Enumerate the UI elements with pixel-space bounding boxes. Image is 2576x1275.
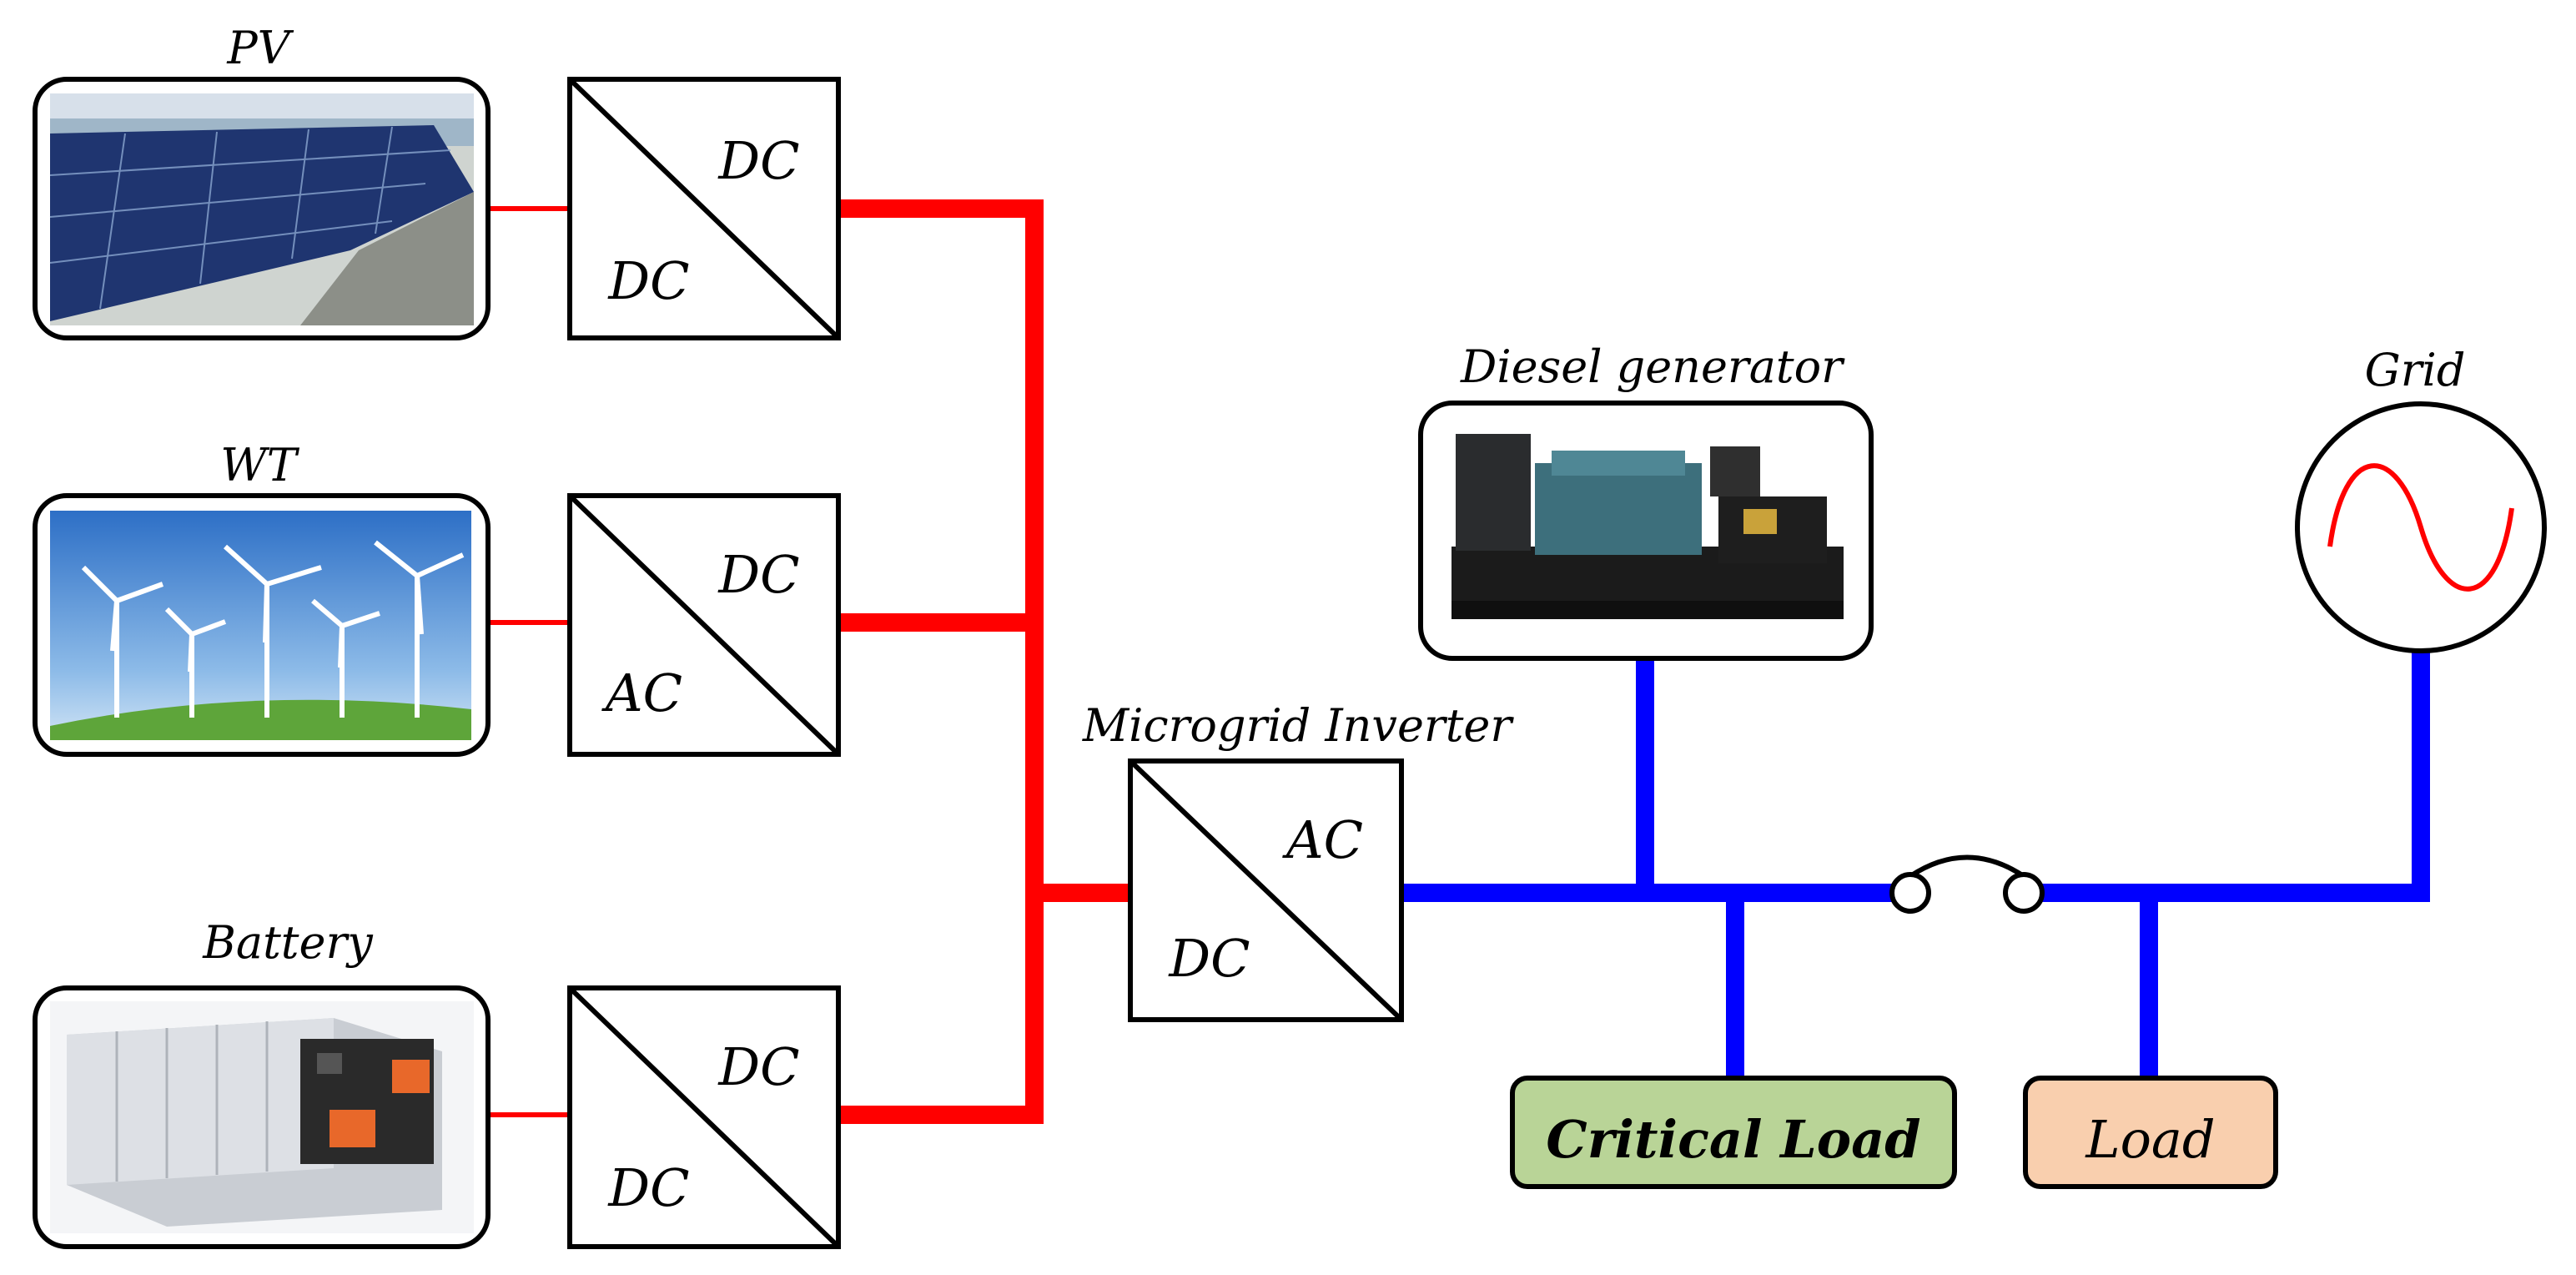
solar-panel-icon — [49, 93, 474, 325]
load-box — [2023, 1076, 2278, 1189]
pv-source: PV — [33, 22, 491, 340]
wt-converter-top-label: DC — [717, 544, 799, 605]
wt-converter-bottom-label: AC — [601, 663, 682, 723]
pv-converter: DC DC — [567, 77, 841, 340]
pv-converter-bottom-label: DC — [607, 250, 689, 311]
pv-converter-top-label: DC — [717, 130, 799, 191]
critical-load: Critical Load — [1510, 1076, 1957, 1189]
grid-source: Grid — [2295, 344, 2547, 653]
wt-label: WT — [220, 439, 300, 491]
battery-converter-bottom-label: DC — [607, 1157, 689, 1218]
load-label: Load — [2085, 1109, 2215, 1170]
dc-wiring — [488, 199, 1130, 1124]
battery-converter: DC DC — [567, 985, 841, 1249]
ac-wiring — [1401, 651, 2430, 1078]
load: Load — [2023, 1076, 2278, 1189]
critical-load-box — [1510, 1076, 1957, 1189]
diesel-generator-icon — [1452, 434, 1844, 619]
pv-label: PV — [226, 22, 294, 74]
wt-source: WT — [33, 439, 491, 757]
breaker-contact-right — [2003, 872, 2045, 914]
grid-label: Grid — [2365, 344, 2466, 396]
breaker-contact-left — [1889, 872, 1931, 914]
sine-wave-icon — [2327, 463, 2514, 592]
wind-turbine-icon — [50, 511, 471, 740]
breaker-arc — [1909, 854, 2025, 879]
diesel-generator: Diesel generator — [1418, 340, 1874, 661]
diesel-generator-label: Diesel generator — [1460, 340, 1845, 393]
battery-source: Battery — [33, 916, 491, 1249]
wt-converter: DC AC — [567, 493, 841, 757]
battery-converter-top-label: DC — [717, 1036, 799, 1097]
microgrid-inverter-top-label: AC — [1282, 809, 1363, 870]
microgrid-inverter: Microgrid Inverter AC DC — [1082, 699, 1515, 1022]
critical-load-label: Critical Load — [1546, 1109, 1920, 1170]
microgrid-inverter-bottom-label: DC — [1168, 928, 1250, 989]
breaker-switch — [1889, 854, 2045, 914]
battery-label: Battery — [202, 916, 374, 969]
battery-pack-icon — [50, 1001, 474, 1233]
microgrid-inverter-label: Microgrid Inverter — [1082, 699, 1515, 752]
